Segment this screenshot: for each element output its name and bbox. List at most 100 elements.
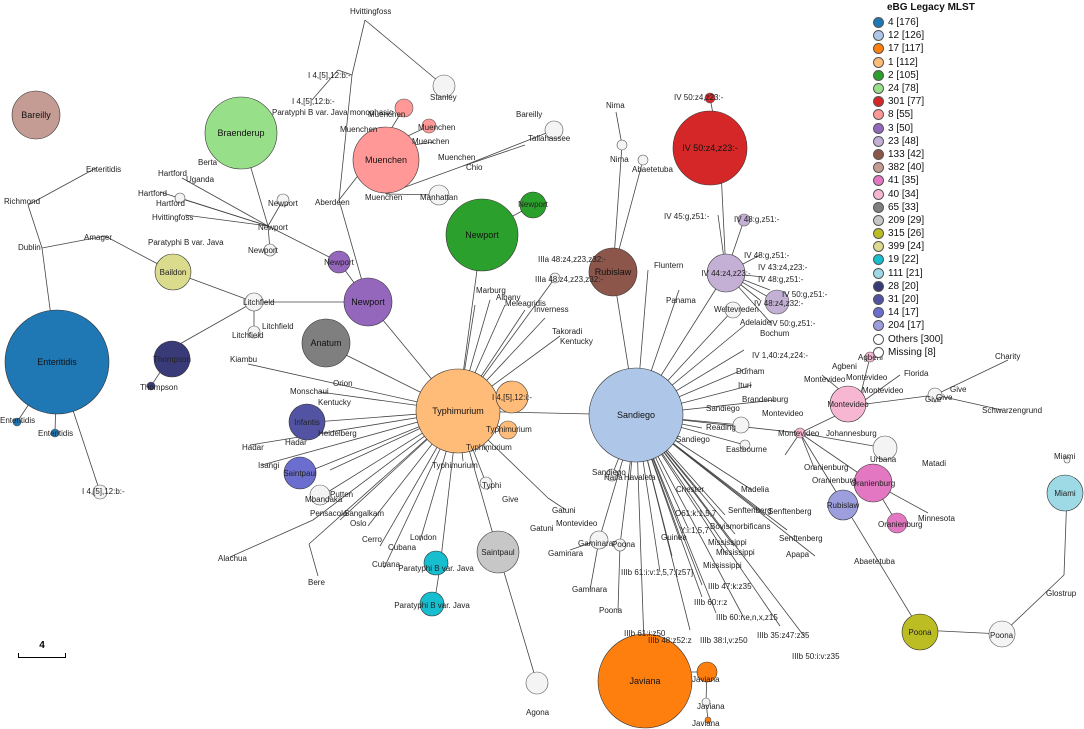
node-iv48z4[interactable] <box>764 289 790 315</box>
node-label: Sandiego <box>617 410 655 420</box>
node-iv44[interactable] <box>706 253 746 293</box>
node-label: Enteritidis <box>86 165 121 174</box>
node-muenchen-s2[interactable] <box>421 118 437 134</box>
node-label: Enteritidis <box>38 429 73 438</box>
node-poona-w[interactable] <box>613 538 627 552</box>
node-litchfield[interactable] <box>244 292 264 312</box>
node-litchfield-s[interactable] <box>247 325 261 339</box>
legend-swatch <box>873 188 884 200</box>
node-eastbourne[interactable] <box>739 439 751 451</box>
node-paratyphi-cyan2[interactable] <box>419 591 445 617</box>
node-tallahassee[interactable] <box>544 120 564 140</box>
node-newport-green[interactable] <box>445 198 519 272</box>
node-rubislaw-small[interactable] <box>827 489 859 521</box>
node-label: Amager <box>84 233 112 242</box>
node-saintpaul-grey[interactable] <box>476 530 520 574</box>
node-label: Richmond <box>4 197 40 206</box>
node-label: Typhi <box>482 481 501 490</box>
node-mbandaka[interactable] <box>309 484 331 506</box>
node-anatum[interactable] <box>301 318 351 368</box>
node-label: Orion <box>333 379 353 388</box>
node-label: Sandiego <box>592 468 626 477</box>
node-agona[interactable] <box>525 671 549 695</box>
node-hartford[interactable] <box>174 192 186 204</box>
node-miami-s[interactable] <box>1063 456 1071 464</box>
node-label: Typhimurium <box>486 425 532 434</box>
node-newport-purple[interactable] <box>343 277 393 327</box>
node-braenderup[interactable] <box>204 96 278 170</box>
node-muenchen[interactable] <box>352 126 420 194</box>
node-label: Paratyphi B var. Java <box>394 601 470 610</box>
node-iiia[interactable] <box>549 272 561 284</box>
node-label: Bovismorbificans <box>710 522 770 531</box>
node-iv50-big[interactable] <box>672 110 748 186</box>
edge <box>1001 574 1065 635</box>
node-label: Schwarzengrund <box>982 406 1042 415</box>
node-label: Abaetetuba <box>632 165 673 174</box>
node-label: Haifa <box>604 473 623 482</box>
node-javiana-w[interactable] <box>701 697 711 707</box>
node-label: Brandenburg <box>742 395 788 404</box>
node-poona-w2[interactable] <box>988 620 1016 648</box>
node-iv48g[interactable] <box>737 213 751 227</box>
node-infantis[interactable] <box>288 403 326 441</box>
node-label: Charity <box>995 352 1020 361</box>
node-montevideo-pink[interactable] <box>829 385 867 423</box>
node-nima[interactable] <box>616 139 628 151</box>
node-label: Give <box>502 495 519 504</box>
node-paratyphi-cyan1[interactable] <box>423 550 449 576</box>
node-newport-small2[interactable] <box>327 250 351 274</box>
node-baildon[interactable] <box>154 253 192 291</box>
node-miami[interactable] <box>1046 474 1084 512</box>
node-poona[interactable] <box>901 613 939 651</box>
legend-swatch <box>873 135 884 147</box>
node-newport-w1[interactable] <box>276 193 290 207</box>
node-reading[interactable] <box>732 416 750 434</box>
node-stanley[interactable] <box>432 74 456 98</box>
node-saintpaul-blue[interactable] <box>283 456 317 490</box>
node-label: IV 45:g,z51:- <box>664 212 710 221</box>
legend-label: Missing [8] <box>888 346 936 358</box>
node-label: London <box>410 533 437 542</box>
legend-label: Others [300] <box>888 333 944 345</box>
node-typhimurium[interactable] <box>415 368 501 454</box>
node-enteritidis-s2[interactable] <box>50 428 60 438</box>
node-bareilly[interactable] <box>11 90 61 140</box>
node-thompson-s[interactable] <box>146 381 156 391</box>
node-javiana-s[interactable] <box>704 716 712 724</box>
node-javiana-small[interactable] <box>696 661 718 683</box>
node-newport-w2[interactable] <box>263 243 277 257</box>
node-label: Sangalkam <box>344 509 384 518</box>
node-javiana[interactable] <box>597 633 693 729</box>
node-i4512i[interactable] <box>495 380 529 414</box>
node-montevideo-s[interactable] <box>794 427 806 439</box>
node-typhimurium-s1[interactable] <box>498 420 518 440</box>
node-newport-small1[interactable] <box>519 191 547 219</box>
node-label: Inverness <box>534 305 569 314</box>
legend-label: 14 [17] <box>888 307 919 319</box>
node-give[interactable] <box>927 387 943 403</box>
node-label: Sandiego <box>676 435 710 444</box>
node-oranienburg[interactable] <box>853 463 893 503</box>
node-sandiego-s[interactable] <box>605 468 619 482</box>
node-oranienburg-s[interactable] <box>886 512 908 534</box>
node-labels: Hvittingfoss Stanley I 4,[5],12:b:- I 4,… <box>0 7 1077 728</box>
node-manhattan[interactable] <box>428 184 450 206</box>
legend-swatch <box>873 307 884 319</box>
node-typhi[interactable] <box>479 476 493 490</box>
legend-swatch <box>873 280 884 292</box>
node-label: Gaminara <box>548 549 584 558</box>
node-thompson[interactable] <box>153 340 191 378</box>
node-enteritidis[interactable] <box>4 309 110 415</box>
node-i4512b[interactable] <box>92 484 108 500</box>
node-gaminara[interactable] <box>589 530 609 550</box>
node-weltevreden[interactable] <box>724 301 742 319</box>
node-muenchen-s1[interactable] <box>394 98 414 118</box>
edge <box>799 432 886 449</box>
node-rubislaw[interactable] <box>588 247 638 297</box>
node-abaetetuba[interactable] <box>637 154 649 166</box>
node-urbana[interactable] <box>872 435 898 461</box>
node-iv50-s[interactable] <box>704 92 716 104</box>
node-sandiego[interactable] <box>588 367 684 463</box>
node-enteritidis-s1[interactable] <box>12 417 22 427</box>
